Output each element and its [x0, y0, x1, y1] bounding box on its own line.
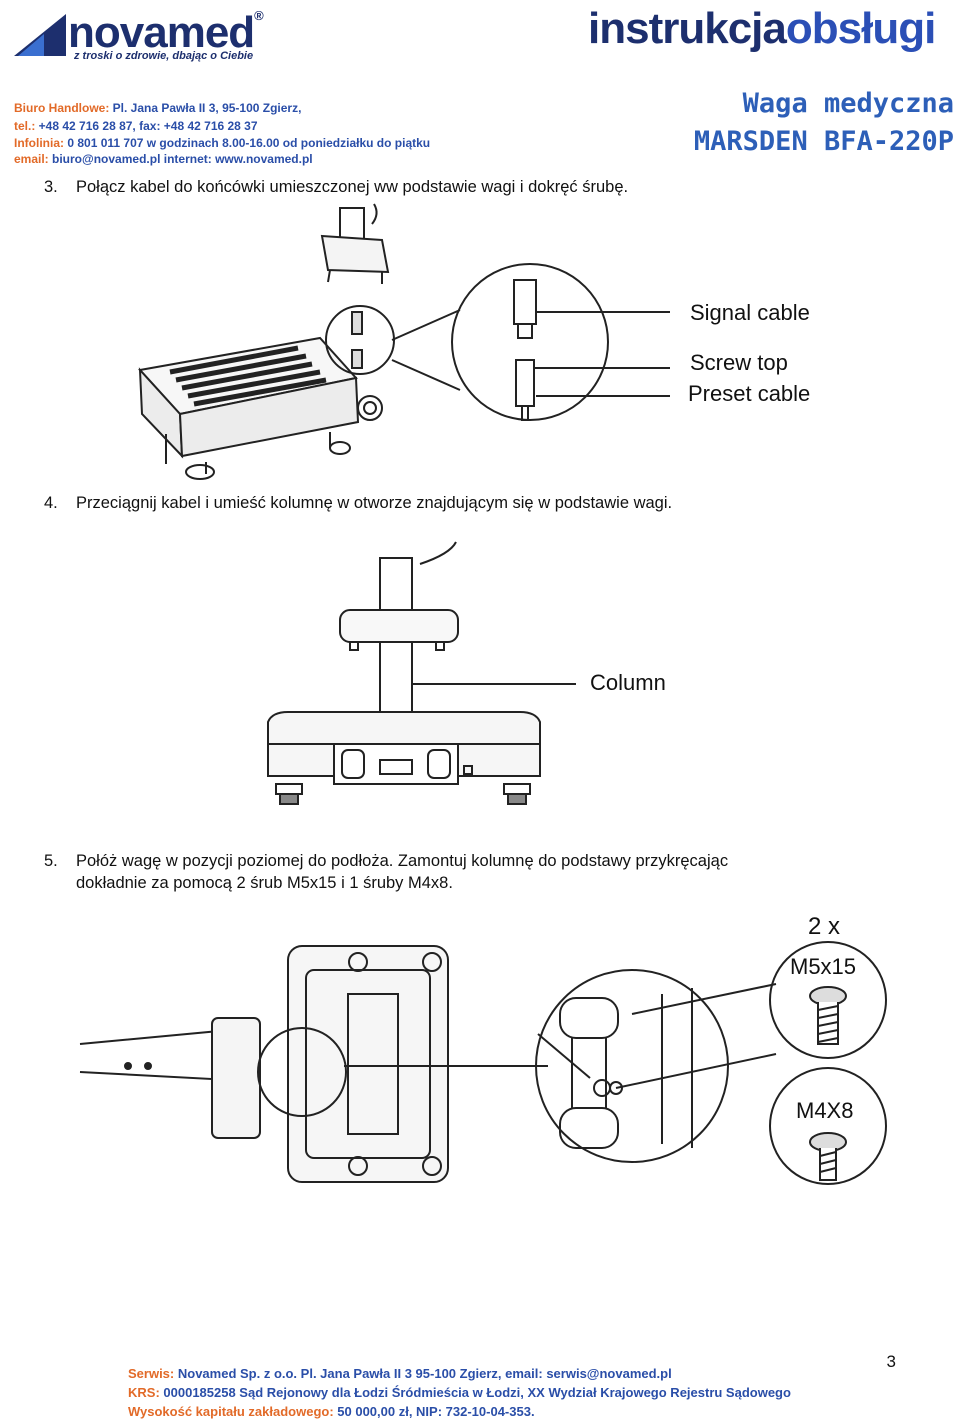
- address-line-email: email: biuro@novamed.pl internet: www.no…: [14, 152, 313, 166]
- label-preset-cable: Preset cable: [688, 381, 810, 406]
- footer-service: Serwis: Novamed Sp. z o.o. Pl. Jana Pawł…: [128, 1366, 672, 1381]
- step-5-continuation: dokładnie za pomocą 2 śrub M5x15 i 1 śru…: [76, 874, 453, 892]
- product-model: MARSDEN BFA-220P: [693, 126, 954, 157]
- step-3: 3.Połącz kabel do końcówki umieszczonej …: [44, 178, 629, 196]
- figure-screw-mounting: 2 x M5x15 M4X8: [79, 913, 887, 1185]
- page-number: 3: [886, 1352, 896, 1371]
- label-column: Column: [590, 670, 666, 695]
- company-tagline: z troski o zdrowie, dbając o Ciebie: [74, 50, 254, 62]
- address-line-phone: tel.: +48 42 716 28 87, fax: +48 42 716 …: [14, 119, 258, 133]
- novamed-logo-icon: [14, 14, 66, 56]
- label-screw-m5x15: M5x15: [790, 954, 856, 979]
- document-type-title: instrukcjaobsługi: [588, 4, 936, 53]
- footer-capital: Wysokość kapitału zakładowego: 50 000,00…: [128, 1404, 535, 1419]
- figure-cable-connection: Signal cable Screw top Preset cable: [138, 203, 810, 480]
- label-screw-quantity: 2 x: [808, 913, 840, 940]
- label-screw-m4x8: M4X8: [796, 1098, 853, 1123]
- footer-krs: KRS: 0000185258 Sąd Rejonowy dla Łodzi Ś…: [128, 1385, 791, 1400]
- address-line-hotline: Infolinia: 0 801 011 707 w godzinach 8.0…: [14, 136, 431, 150]
- label-signal-cable: Signal cable: [690, 300, 810, 325]
- address-line-office: Biuro Handlowe: Pl. Jana Pawła II 3, 95-…: [14, 101, 302, 115]
- product-category: Waga medyczna: [742, 88, 954, 119]
- company-logo: novamed®: [68, 8, 264, 57]
- step-4: 4.Przeciągnij kabel i umieść kolumnę w o…: [44, 494, 673, 512]
- figure-column-insert: Column: [267, 541, 666, 805]
- label-screw-top: Screw top: [690, 350, 788, 375]
- step-5: 5.Połóż wagę w pozycji poziomej do podło…: [44, 852, 729, 870]
